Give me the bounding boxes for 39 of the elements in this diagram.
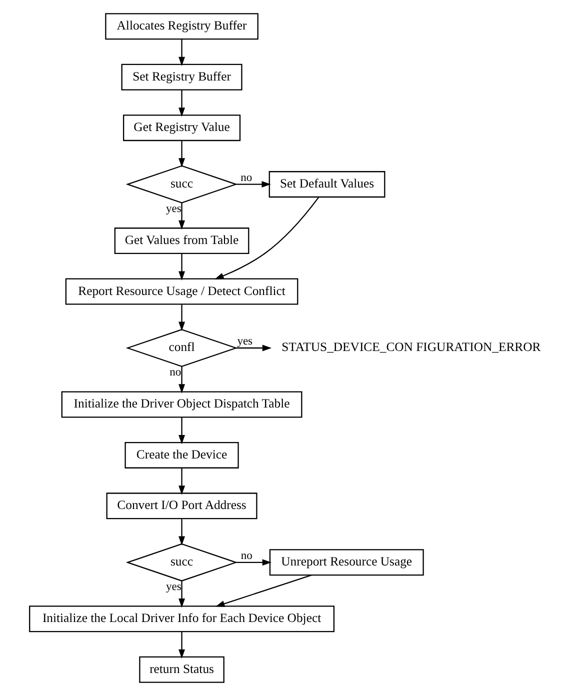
- arrow: [178, 202, 185, 230]
- node-box: return Status: [139, 656, 224, 682]
- arrow: [178, 253, 185, 280]
- node-box: Convert I/O Port Address: [106, 492, 258, 519]
- node-box: Report Resource Usage / Detect Conflict: [65, 278, 298, 304]
- arrow: [214, 196, 319, 279]
- arrow: [178, 518, 185, 545]
- node-diamond: confl: [126, 328, 238, 367]
- node-box: Unreport Resource Usage: [269, 548, 424, 576]
- arrow: [178, 89, 185, 116]
- edge-label: no: [240, 549, 252, 562]
- arrow: [215, 574, 312, 606]
- edge-label: yes: [166, 202, 182, 214]
- arrow: [178, 631, 185, 658]
- arrow: [178, 366, 185, 393]
- node-diamond: succ: [126, 542, 238, 581]
- edge-label: yes: [237, 335, 253, 348]
- node-box: Allocates Registry Buffer: [105, 12, 258, 40]
- arrow: [178, 38, 185, 66]
- node-box: Initialize the Local Driver Info for Each Device Object: [29, 605, 335, 632]
- edge-label: yes: [166, 580, 182, 592]
- node-diamond: succ: [126, 164, 238, 203]
- edge-label: no: [170, 366, 182, 378]
- arrow: [236, 558, 272, 566]
- node-box: Get Registry Value: [122, 114, 241, 141]
- arrow: [178, 416, 185, 444]
- arrow: [236, 180, 271, 188]
- node-box: Initialize the Driver Object Dispatch Table: [61, 390, 302, 418]
- node-text: STATUS_DEVICE_CON FIGURATION_ERROR: [282, 340, 541, 354]
- edge-label: no: [240, 171, 252, 184]
- arrow: [178, 304, 185, 331]
- node-box: Create the Device: [124, 441, 239, 468]
- node-box: Set Default Values: [268, 170, 386, 198]
- node-box: Set Registry Buffer: [121, 63, 242, 90]
- arrow: [236, 344, 272, 351]
- arrow: [178, 140, 185, 167]
- arrow: [178, 580, 185, 608]
- node-box: Get Values from Table: [114, 227, 250, 254]
- arrow: [178, 468, 185, 494]
